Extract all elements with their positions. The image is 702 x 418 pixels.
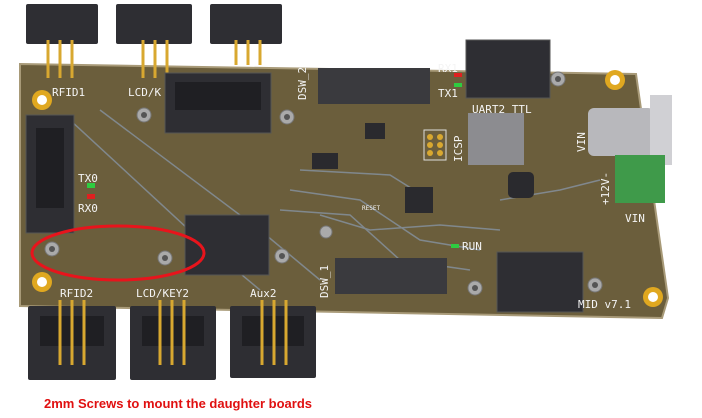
label-rx1: RX1	[438, 62, 458, 75]
label-dsw2: DSW_2	[296, 67, 309, 100]
label-icsp: ICSP	[452, 135, 465, 162]
label-tx0: TX0	[78, 172, 98, 185]
label-vin-jack: VIN	[575, 132, 588, 152]
ic-u1	[365, 123, 385, 139]
label-run: RUN	[462, 240, 482, 253]
inductor	[508, 172, 534, 198]
dip-switch-2	[318, 68, 430, 104]
header-p12	[496, 251, 584, 313]
label-rx0: RX0	[78, 202, 98, 215]
annotation-caption: 2mm Screws to mount the daughter boards	[44, 396, 312, 411]
label-rfid2: RFID2	[60, 287, 93, 300]
label-version: MID v7.1	[578, 298, 631, 311]
label-dsw1: DSW_1	[318, 265, 331, 298]
highlight-ellipse	[30, 224, 206, 282]
screw-terminal	[615, 155, 665, 203]
label-lcd-key1: LCD/K	[128, 86, 161, 99]
label-vin-terminal: VIN	[625, 212, 645, 225]
dip-switch-1	[335, 258, 447, 294]
voltage-regulator	[468, 113, 524, 165]
label-uart2: UART2 TTL	[472, 103, 532, 116]
label-rfid1: RFID1	[52, 86, 85, 99]
top-connectors	[26, 4, 282, 44]
label-reset: RESET	[362, 205, 380, 212]
header-uart2	[465, 39, 551, 99]
microcontroller	[405, 187, 433, 213]
header-p11	[184, 214, 270, 276]
label-aux2: Aux2	[250, 287, 277, 300]
label-lcd-key2: LCD/KEY2	[136, 287, 189, 300]
label-tx1: TX1	[438, 87, 458, 100]
dc-jack	[588, 108, 654, 156]
label-polarity: +12V-	[599, 172, 612, 205]
icsp-header	[423, 129, 447, 161]
ic-u4	[312, 153, 338, 169]
mounting-holes	[32, 70, 663, 307]
